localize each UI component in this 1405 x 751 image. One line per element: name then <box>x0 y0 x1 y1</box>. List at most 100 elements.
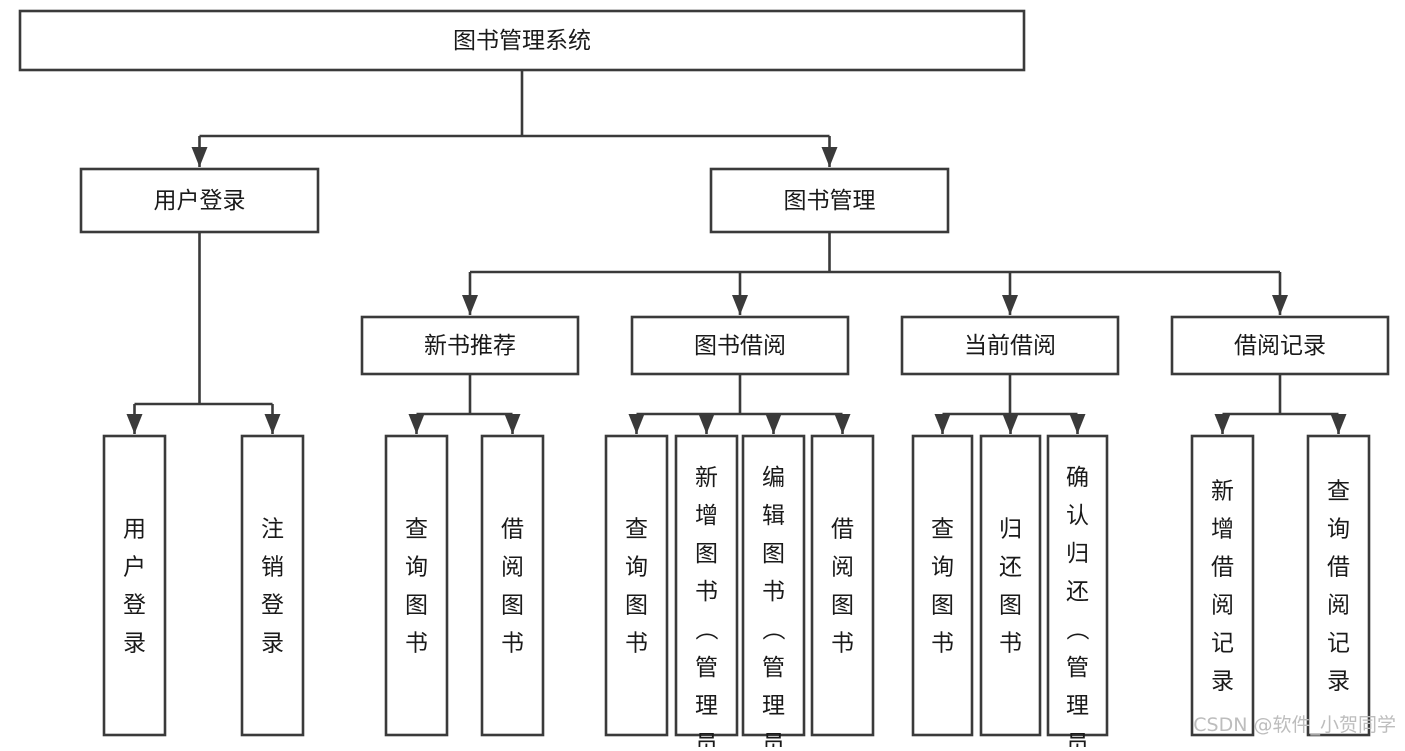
svg-text:图: 图 <box>625 593 648 619</box>
svg-text:归: 归 <box>999 517 1022 543</box>
svg-text:查: 查 <box>1327 479 1350 505</box>
node-book-borrow[interactable]: 图书借阅 <box>630 315 850 376</box>
svg-text:阅: 阅 <box>831 555 854 581</box>
node-new-book-recommend[interactable]: 新书推荐 <box>360 315 580 376</box>
svg-text:（: （ <box>1064 618 1090 641</box>
svg-text:图: 图 <box>831 593 854 619</box>
node-leaf-add-record-rect <box>1190 434 1255 737</box>
node-current-borrow-label: 当前借阅 <box>964 333 1056 359</box>
node-book-management-rect <box>709 167 950 234</box>
node-book-management[interactable]: 图书管理 <box>709 167 950 234</box>
arrow-head-icon-leaf-add-book <box>698 414 715 434</box>
svg-text:确: 确 <box>1066 465 1089 491</box>
svg-text:借: 借 <box>501 517 524 543</box>
svg-text:书: 书 <box>831 631 854 657</box>
svg-text:借: 借 <box>1211 555 1234 581</box>
svg-text:查: 查 <box>405 517 428 543</box>
arrow-head-icon-leaf-return-book <box>1002 414 1019 434</box>
node-borrow-record[interactable]: 借阅记录 <box>1170 315 1390 376</box>
svg-text:（: （ <box>760 618 786 641</box>
arrow-head-icon-leaf-query-record <box>1330 414 1347 434</box>
arrow-head-icon-leaf-query-book-1 <box>408 414 425 434</box>
node-user-login-label: 用户登录 <box>154 188 246 214</box>
svg-text:录: 录 <box>261 631 284 657</box>
node-leaf-user-login[interactable]: 用户登录 <box>102 434 167 737</box>
svg-text:询: 询 <box>931 555 954 581</box>
svg-text:记: 记 <box>1327 631 1350 657</box>
svg-text:管: 管 <box>762 655 785 681</box>
svg-text:借: 借 <box>831 517 854 543</box>
svg-text:书: 书 <box>695 579 718 605</box>
node-root-root[interactable]: 图书管理系统 <box>18 9 1026 72</box>
node-leaf-return-book-rect <box>979 434 1042 737</box>
svg-text:阅: 阅 <box>501 555 524 581</box>
svg-text:录: 录 <box>123 631 146 657</box>
node-leaf-user-logout-rect <box>240 434 305 737</box>
arrow-head-icon-book-management <box>821 147 838 167</box>
node-leaf-query-record-rect <box>1306 434 1371 737</box>
svg-text:注: 注 <box>261 517 284 543</box>
svg-text:员: 员 <box>1066 731 1089 747</box>
svg-text:归: 归 <box>1066 541 1089 567</box>
node-borrow-record-rect <box>1170 315 1390 376</box>
svg-text:管: 管 <box>695 655 718 681</box>
svg-text:辑: 辑 <box>762 503 785 529</box>
arrow-head-icon-leaf-user-login <box>126 414 143 434</box>
node-book-management-label: 图书管理 <box>784 188 876 214</box>
svg-text:询: 询 <box>405 555 428 581</box>
arrow-head-icon-leaf-user-logout <box>264 414 281 434</box>
node-leaf-user-login-rect <box>102 434 167 737</box>
svg-text:销: 销 <box>261 555 284 581</box>
node-root-root-label: 图书管理系统 <box>453 28 591 54</box>
svg-text:录: 录 <box>1211 669 1234 695</box>
node-leaf-query-book-1-rect <box>384 434 449 737</box>
svg-text:查: 查 <box>625 517 648 543</box>
svg-text:登: 登 <box>261 593 284 619</box>
arrow-head-icon-leaf-edit-book <box>765 414 782 434</box>
arrow-head-icon-current-borrow <box>1002 295 1018 315</box>
svg-text:管: 管 <box>1066 655 1089 681</box>
svg-text:编: 编 <box>762 465 785 491</box>
node-borrow-record-label: 借阅记录 <box>1234 333 1326 359</box>
svg-text:图: 图 <box>405 593 428 619</box>
node-leaf-edit-book-rect <box>741 434 806 737</box>
svg-text:新: 新 <box>695 465 718 491</box>
node-leaf-borrow-book-1-rect <box>480 434 545 737</box>
svg-text:书: 书 <box>762 579 785 605</box>
arrow-head-icon-new-book-recommend <box>462 295 478 315</box>
node-user-login[interactable]: 用户登录 <box>79 167 320 234</box>
node-leaf-query-book-3-rect <box>911 434 974 737</box>
svg-text:户: 户 <box>123 555 146 581</box>
node-leaf-user-login-label: 用户登录 <box>123 517 146 657</box>
node-current-borrow[interactable]: 当前借阅 <box>900 315 1120 376</box>
arrow-head-icon-user-login <box>191 147 208 167</box>
connector-lines-layer <box>126 70 1347 434</box>
svg-text:新: 新 <box>1211 479 1234 505</box>
svg-text:员: 员 <box>695 731 718 747</box>
csdn-watermark: CSDN @软件_小贺同学 <box>1193 714 1396 736</box>
svg-text:借: 借 <box>1327 555 1350 581</box>
arrow-head-icon-leaf-borrow-book-2 <box>834 414 851 434</box>
svg-text:书: 书 <box>999 631 1022 657</box>
svg-text:图: 图 <box>695 541 718 567</box>
